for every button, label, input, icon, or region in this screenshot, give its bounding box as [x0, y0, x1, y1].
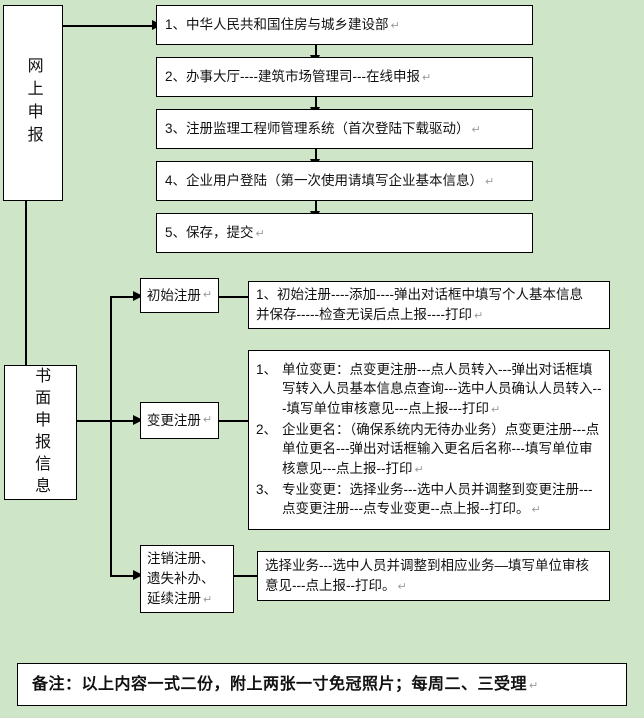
connector-branch-change: [110, 420, 139, 422]
footer-note-text: 备注：以上内容一式二份，附上两张一寸免冠照片；每周二、三受理: [32, 675, 528, 693]
step-1-text: 中华人民共和国住房与城乡建设部: [186, 17, 389, 33]
change-item-1-text: 单位变更：点变更注册---点人员转入---弹出对话框填写转入人员基本信息点查询-…: [282, 361, 602, 416]
paragraph-mark-icon: ↵: [473, 309, 484, 322]
change-registration-list: 1、 单位变更：点变更注册---点人员转入---弹出对话框填写转入人员基本信息点…: [249, 356, 609, 525]
connector-online-to-paper: [25, 201, 27, 365]
detail-cancel-text: 选择业务---选中人员并调整到相应业务—填写单位审核意见---点上报--打印。: [265, 558, 589, 593]
paragraph-mark-icon: ↵: [390, 20, 400, 33]
connector-cancel-to-detail: [234, 575, 258, 577]
connector-paper-trunk: [77, 420, 111, 422]
paragraph-mark-icon: ↵: [255, 228, 265, 241]
list-item: 2、 企业更名：（确保系统内无待办业务）点变更注册---点单位更名---弹出对话…: [256, 420, 602, 479]
arrow-branch-change-icon: [133, 415, 143, 425]
connector-step4-step5: [315, 201, 317, 218]
online-application-title-box: 网上申报: [3, 5, 63, 201]
paragraph-mark-icon: ↵: [531, 504, 541, 517]
step-3-number: 3、: [165, 121, 187, 137]
step-box-3: 3、注册监理工程师管理系统（首次登陆下载驱动）↵: [156, 109, 533, 149]
paragraph-mark-icon: ↵: [422, 72, 432, 85]
step-box-5: 5、保存，提交↵: [156, 213, 533, 253]
change-item-1-number: 1、: [256, 361, 278, 377]
connector-branch-initial: [110, 296, 139, 298]
footer-note-box: 备注：以上内容一式二份，附上两张一寸免冠照片；每周二、三受理↵: [17, 663, 627, 706]
change-item-3-number: 3、: [256, 481, 278, 497]
step-2-text: 办事大厅----建筑市场管理司---在线申报: [186, 69, 420, 85]
paragraph-mark-icon: ↵: [202, 288, 213, 301]
change-item-2-number: 2、: [256, 421, 278, 437]
detail-initial-line-1: 1、初始注册----添加----弹出对话框中填写个人基本信息: [256, 287, 583, 303]
paragraph-mark-icon: ↵: [414, 463, 424, 476]
branch-label-cancel-text: 注销注册、遗失补办、延续注册: [147, 551, 215, 606]
connector-title-to-step1: [63, 25, 155, 27]
step-3-text: 注册监理工程师管理系统（首次登陆下载驱动）: [186, 121, 470, 137]
list-item: 1、 单位变更：点变更注册---点人员转入---弹出对话框填写转入人员基本信息点…: [256, 360, 602, 419]
connector-initial-to-detail: [219, 296, 249, 298]
connector-step1-step2: [315, 45, 317, 62]
paper-application-title-box: 书面申报信息: [4, 365, 77, 500]
paragraph-mark-icon: ↵: [203, 593, 213, 606]
step-box-4: 4、企业用户登陆（第一次使用请填写企业基本信息）↵: [156, 161, 533, 201]
paragraph-mark-icon: ↵: [471, 124, 481, 137]
step-5-number: 5、: [165, 225, 187, 241]
detail-initial-line-2: 并保存-----检查无误后点上报----打印: [256, 306, 472, 322]
step-2-number: 2、: [165, 69, 187, 85]
arrow-branch-cancel-icon: [133, 570, 143, 580]
paragraph-mark-icon: ↵: [202, 413, 213, 426]
step-5-text: 保存，提交: [186, 225, 254, 241]
arrow-branch-initial-icon: [133, 291, 143, 301]
detail-box-initial-registration: 1、初始注册----添加----弹出对话框中填写个人基本信息 并保存-----检…: [248, 281, 610, 329]
step-4-number: 4、: [165, 173, 187, 189]
change-item-3-text: 专业变更：选择业务---选中人员并调整到变更注册---点变更注册---点专业变更…: [282, 481, 593, 517]
change-item-2-text: 企业更名：（确保系统内无待办业务）点变更注册---点单位更名---弹出对话框输入…: [282, 421, 600, 476]
paragraph-mark-icon: ↵: [490, 403, 501, 416]
branch-label-initial-text: 初始注册: [146, 287, 201, 303]
branch-label-cancel-registration: 注销注册、遗失补办、延续注册↵: [140, 545, 234, 613]
list-item: 3、 专业变更：选择业务---选中人员并调整到变更注册---点变更注册---点专…: [256, 480, 602, 520]
paragraph-mark-icon: ↵: [397, 580, 407, 593]
connector-branch-spine: [110, 296, 112, 576]
connector-change-to-detail: [219, 420, 249, 422]
branch-label-change-text: 变更注册: [146, 412, 201, 428]
detail-box-cancel-registration: 选择业务---选中人员并调整到相应业务—填写单位审核意见---点上报--打印。↵: [257, 551, 610, 601]
online-application-title-text: 网上申报: [24, 57, 42, 149]
connector-branch-cancel: [110, 575, 139, 577]
step-box-2: 2、办事大厅----建筑市场管理司---在线申报↵: [156, 57, 533, 97]
paper-application-title-text: 书面申报信息: [32, 366, 50, 499]
connector-step3-step4: [315, 149, 317, 166]
detail-box-change-registration: 1、 单位变更：点变更注册---点人员转入---弹出对话框填写转入人员基本信息点…: [248, 350, 610, 530]
step-box-1: 1、中华人民共和国住房与城乡建设部↵: [156, 5, 533, 45]
step-4-text: 企业用户登陆（第一次使用请填写企业基本信息）: [186, 173, 484, 189]
branch-label-initial-registration: 初始注册↵: [140, 278, 219, 313]
connector-step2-step3: [315, 97, 317, 114]
step-1-number: 1、: [165, 17, 187, 33]
paragraph-mark-icon: ↵: [529, 679, 539, 692]
paragraph-mark-icon: ↵: [485, 176, 495, 189]
branch-label-change-registration: 变更注册↵: [140, 402, 219, 439]
